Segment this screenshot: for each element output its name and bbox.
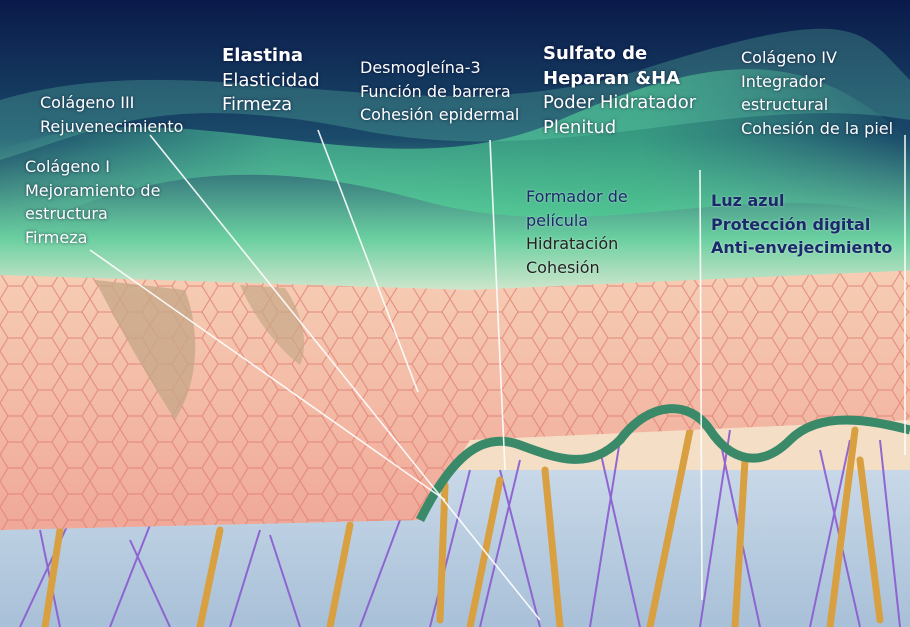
desmogleina-line-1: Desmogleína-3 xyxy=(360,56,519,80)
formador-line-3: Hidratación xyxy=(526,232,628,256)
colageno-iii-line-1: Colágeno III xyxy=(40,91,183,115)
colageno-i-line-3: estructura xyxy=(25,202,160,226)
label-colageno-i: Colágeno I Mejoramiento de estructura Fi… xyxy=(25,155,160,249)
colageno-iv-line-1: Colágeno IV xyxy=(741,46,893,70)
colageno-i-line-1: Colágeno I xyxy=(25,155,160,179)
colageno-iv-line-2: Integrador xyxy=(741,70,893,94)
elastina-line-2: Firmeza xyxy=(222,93,320,118)
luz-azul-line-2: Protección digital xyxy=(711,213,892,237)
sulfato-line-2: Plenitud xyxy=(543,116,696,141)
label-luz-azul: Luz azul Protección digital Anti-envejec… xyxy=(711,189,892,260)
formador-line-2: película xyxy=(526,209,628,233)
colageno-iv-line-4: Cohesión de la piel xyxy=(741,117,893,141)
colageno-iv-line-3: estructural xyxy=(741,93,893,117)
desmogleina-line-3: Cohesión epidermal xyxy=(360,103,519,127)
label-desmogleina: Desmogleína-3 Función de barrera Cohesió… xyxy=(360,56,519,127)
elastina-title: Elastina xyxy=(222,44,320,69)
label-formador-pelicula: Formador de película Hidratación Cohesió… xyxy=(526,185,628,279)
sulfato-line-1: Poder Hidratador xyxy=(543,91,696,116)
colageno-i-line-2: Mejoramiento de xyxy=(25,179,160,203)
colageno-i-line-4: Firmeza xyxy=(25,226,160,250)
sulfato-title-1: Sulfato de xyxy=(543,42,696,67)
label-colageno-iii: Colágeno III Rejuvenecimiento xyxy=(40,91,183,138)
label-elastina: Elastina Elasticidad Firmeza xyxy=(222,44,320,118)
label-sulfato-heparan: Sulfato de Heparan &HA Poder Hidratador … xyxy=(543,42,696,140)
luz-azul-line-1: Luz azul xyxy=(711,189,892,213)
elastina-line-1: Elasticidad xyxy=(222,69,320,94)
label-colageno-iv: Colágeno IV Integrador estructural Cohes… xyxy=(741,46,893,140)
formador-line-4: Cohesión xyxy=(526,256,628,280)
sulfato-title-2: Heparan &HA xyxy=(543,67,696,92)
luz-azul-line-3: Anti-envejecimiento xyxy=(711,236,892,260)
desmogleina-line-2: Función de barrera xyxy=(360,80,519,104)
colageno-iii-line-2: Rejuvenecimiento xyxy=(40,115,183,139)
formador-line-1: Formador de xyxy=(526,185,628,209)
